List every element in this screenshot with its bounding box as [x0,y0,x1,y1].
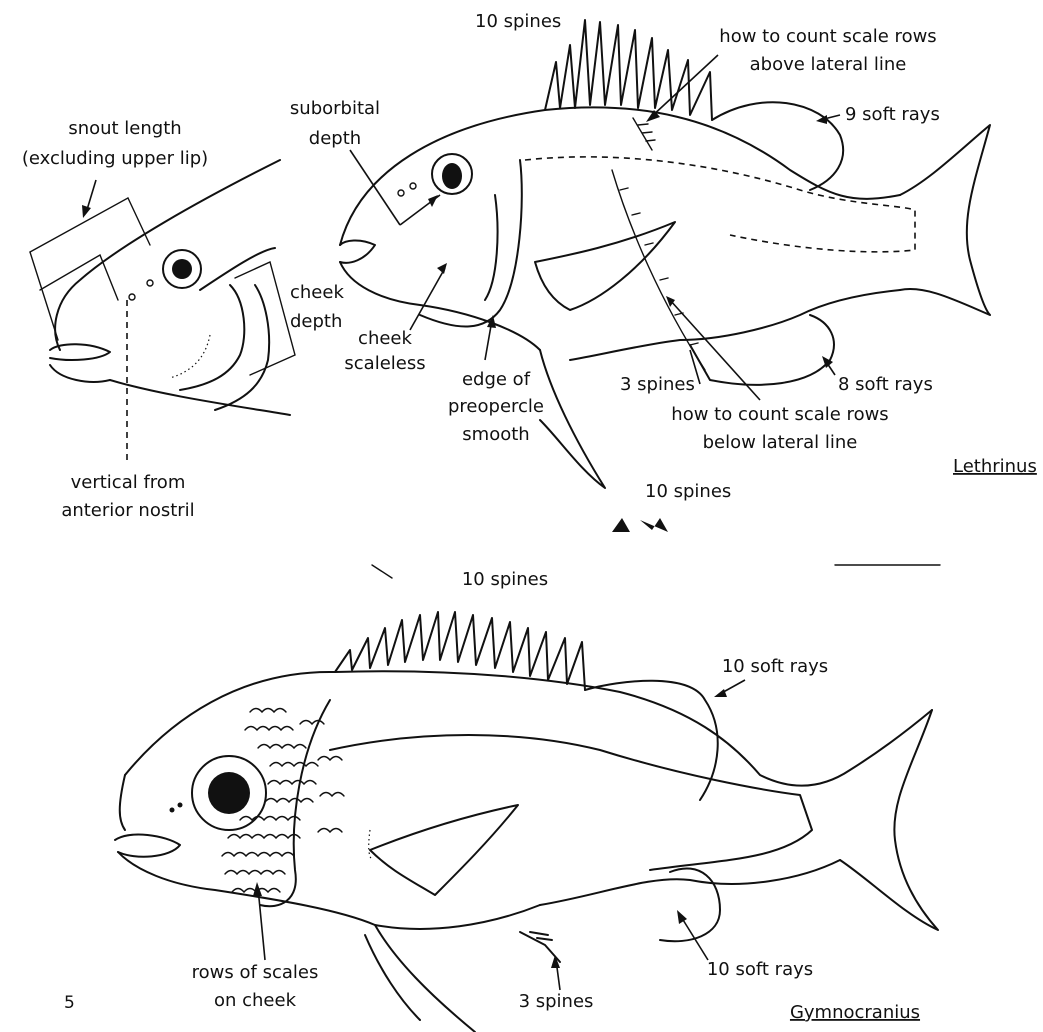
cheek-depth-sublabel: depth [290,311,342,332]
gymnocranius-dorsal-soft-rays-label: 10 soft rays [722,656,828,677]
snout-length-sublabel: (excluding upper lip) [22,148,208,169]
lethrinus-anal-spines-label: 3 spines [620,374,695,395]
page-number-mark: 5 [64,993,75,1013]
gymnocranius-genus-label: Gymnocranius [790,1002,920,1023]
lethrinus-genus-label: Lethrinus [953,456,1037,477]
lethrinus-head-labels: snout length (excluding upper lip) cheek… [22,118,345,521]
lethrinus-pelvic-spines-label: 10 spines [645,481,731,502]
preopercle-sublabel: preopercle [448,396,544,417]
cheek-depth-label: cheek [290,282,344,303]
snout-length-label: snout length [68,118,181,139]
vertical-nostril-sublabel: anterior nostril [61,500,194,521]
cheek-scaleless-label: cheek [358,328,412,349]
gymnocranius-anal-spines-label: 3 spines [519,991,594,1012]
scale-rows-below-label: how to count scale rows [671,404,888,425]
lethrinus-head-detail [30,160,295,460]
lethrinus-anal-soft-rays-label: 8 soft rays [838,374,933,395]
preopercle-label: edge of [462,369,531,390]
scale-rows-above-sublabel: above lateral line [750,54,907,75]
gymnocranius-dorsal-spines-label: 10 spines [462,569,548,590]
suborbital-label: suborbital [290,98,380,119]
lethrinus-dorsal-soft-rays-label: 9 soft rays [845,104,940,125]
preopercle-sublabel-2: smooth [462,424,529,445]
cheek-scaleless-sublabel: scaleless [344,353,425,374]
gymnocranius-anal-soft-rays-label: 10 soft rays [707,959,813,980]
lethrinus-body-labels: 10 spines how to count scale rows above … [290,11,1037,502]
scale-rows-below-sublabel: below lateral line [703,432,858,453]
lethrinus-dorsal-spines-label: 10 spines [475,11,561,32]
cheek-scales-label: rows of scales [192,962,319,983]
cheek-scales-sublabel: on cheek [214,990,297,1011]
suborbital-sublabel: depth [309,128,361,149]
scale-rows-above-label: how to count scale rows [719,26,936,47]
vertical-nostril-label: vertical from [71,472,186,493]
